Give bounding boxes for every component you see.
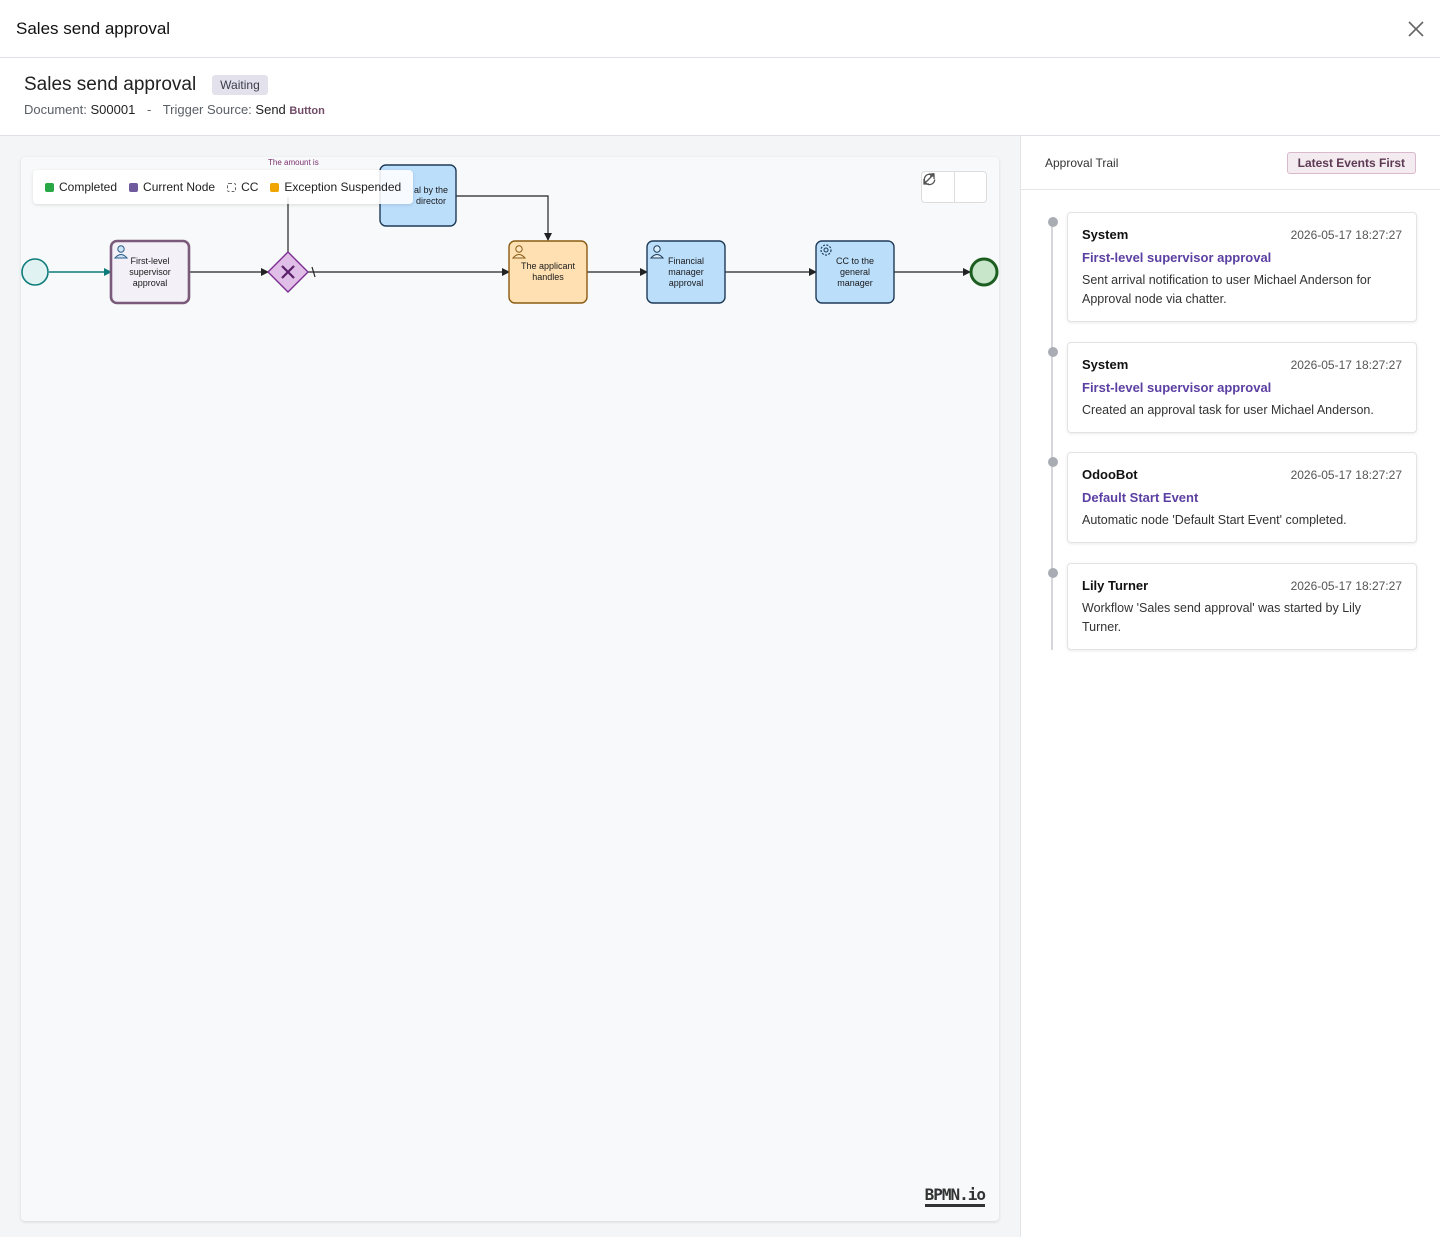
event-time: 2026-05-17 18:27:27: [1290, 358, 1402, 372]
node-applicant-line2: handles: [532, 272, 564, 282]
default-flow-marker: [311, 266, 316, 278]
event-node: First-level supervisor approval: [1082, 380, 1272, 395]
document-value[interactable]: S00001: [90, 102, 136, 117]
node-cc-line3: manager: [837, 278, 873, 288]
flow-director-to-applicant: [456, 195, 552, 241]
node-financial-line3: approval: [669, 278, 704, 288]
node-first-level-line1: First-level: [130, 256, 169, 266]
timeline-dot: [1048, 217, 1058, 227]
timeline-line: [1051, 222, 1053, 650]
node-first-level-approval[interactable]: First-level supervisor approval: [109, 239, 191, 305]
trigger-label: Trigger Source:: [162, 102, 252, 117]
meta-separator: -: [146, 102, 152, 117]
node-director-line2: director: [416, 196, 446, 206]
legend-cc: CC: [227, 180, 258, 194]
workflow-title-row: Sales send approval Waiting: [24, 74, 1416, 96]
legend-exception-swatch: [270, 182, 280, 192]
exclusive-gateway[interactable]: [267, 251, 309, 293]
trail-header: Approval Trail Latest Events First: [1021, 136, 1440, 190]
trail-title: Approval Trail: [1045, 155, 1119, 170]
node-financial-line1: Financial: [668, 256, 704, 266]
node-cc-line1: CC to the: [836, 256, 874, 266]
refresh-button[interactable]: [923, 172, 986, 202]
timeline-dot: [1048, 347, 1058, 357]
trigger-tag: Button: [289, 105, 325, 117]
event-description: Automatic node 'Default Start Event' com…: [1082, 513, 1347, 527]
approval-trail-panel: Approval Trail Latest Events First Syste…: [1020, 136, 1440, 1237]
start-event[interactable]: [21, 258, 49, 286]
legend-current-swatch: [129, 182, 139, 192]
event-header: System 2026-05-17 18:27:27: [1082, 227, 1402, 242]
timeline-dot: [1048, 457, 1058, 467]
legend-exception: Exception Suspended: [270, 180, 401, 194]
timeline-event: Lily Turner 2026-05-17 18:27:27 Workflow…: [1048, 563, 1417, 650]
refresh-icon: [923, 172, 936, 186]
event-description: Created an approval task for user Michae…: [1082, 403, 1374, 417]
node-applicant-line1: The applicant: [521, 261, 576, 271]
bpmn-io-logo[interactable]: BPMN.io: [924, 1187, 986, 1207]
modal-title: Sales send approval: [16, 18, 171, 38]
event-header: Lily Turner 2026-05-17 18:27:27: [1082, 578, 1402, 593]
event-author: System: [1082, 357, 1129, 372]
event-description: Sent arrival notification to user Michae…: [1082, 273, 1372, 306]
legend-current-label: Current Node: [143, 180, 216, 194]
timeline-dot: [1048, 568, 1058, 578]
timeline-event: System 2026-05-17 18:27:27 First-level s…: [1048, 342, 1417, 433]
status-legend: Completed Current Node CC Exception Susp…: [33, 170, 414, 204]
event-header: OdooBot 2026-05-17 18:27:27: [1082, 467, 1402, 482]
event-time: 2026-05-17 18:27:27: [1290, 228, 1402, 242]
close-icon[interactable]: [1406, 19, 1426, 39]
legend-completed-swatch: [45, 182, 54, 192]
event-description: Workflow 'Sales send approval' was start…: [1082, 601, 1361, 634]
workflow-title: Sales send approval: [24, 74, 197, 95]
end-event[interactable]: [969, 257, 999, 287]
trigger-value: Send: [255, 102, 286, 117]
node-first-level-line3: approval: [133, 278, 168, 288]
event-header: System 2026-05-17 18:27:27: [1082, 357, 1402, 372]
legend-completed-label: Completed: [59, 180, 118, 194]
timeline-event: OdooBot 2026-05-17 18:27:27 Default Star…: [1048, 452, 1417, 543]
timeline-event: System 2026-05-17 18:27:27 First-level s…: [1048, 212, 1417, 322]
event-author: Lily Turner: [1082, 578, 1149, 593]
event-author: OdooBot: [1082, 467, 1138, 482]
node-cc-general-manager[interactable]: CC to the general manager: [815, 240, 895, 304]
sort-order-button[interactable]: Latest Events First: [1286, 151, 1416, 174]
node-applicant-handles[interactable]: The applicant handles: [508, 240, 588, 304]
node-financial-line2: manager: [668, 267, 704, 277]
modal-header: Sales send approval: [0, 0, 1440, 58]
event-node: First-level supervisor approval: [1082, 250, 1272, 265]
main-area: First-level supervisor approval al by th…: [0, 136, 1440, 1237]
canvas-tools: [921, 171, 987, 203]
node-first-level-line2: supervisor: [129, 267, 171, 277]
status-badge: Waiting: [212, 75, 268, 95]
node-cc-line2: general: [840, 267, 870, 277]
document-label: Document:: [24, 102, 87, 117]
node-financial-manager-approval[interactable]: Financial manager approval: [646, 240, 726, 304]
gateway-condition-label: The amount is: [268, 158, 319, 167]
workflow-meta: Document: S00001 - Trigger Source: Send …: [24, 102, 1416, 117]
legend-cc-swatch: [227, 182, 237, 192]
legend-current-node: Current Node: [129, 180, 215, 194]
workflow-header: Sales send approval Waiting Document: S0…: [0, 58, 1440, 136]
gear-icon: [820, 244, 832, 256]
user-icon: [511, 245, 527, 259]
node-director-line1: al by the: [414, 185, 448, 195]
event-author: System: [1082, 227, 1129, 242]
legend-completed: Completed: [45, 180, 117, 194]
user-icon: [113, 245, 129, 259]
event-time: 2026-05-17 18:27:27: [1290, 579, 1402, 593]
event-node: Default Start Event: [1082, 490, 1199, 505]
legend-cc-label: CC: [241, 180, 259, 194]
legend-exception-label: Exception Suspended: [284, 180, 402, 194]
bpmn-canvas[interactable]: First-level supervisor approval al by th…: [21, 157, 999, 1221]
event-time: 2026-05-17 18:27:27: [1290, 468, 1402, 482]
bpmn-diagram: First-level supervisor approval al by th…: [21, 158, 999, 305]
user-icon: [649, 245, 665, 259]
